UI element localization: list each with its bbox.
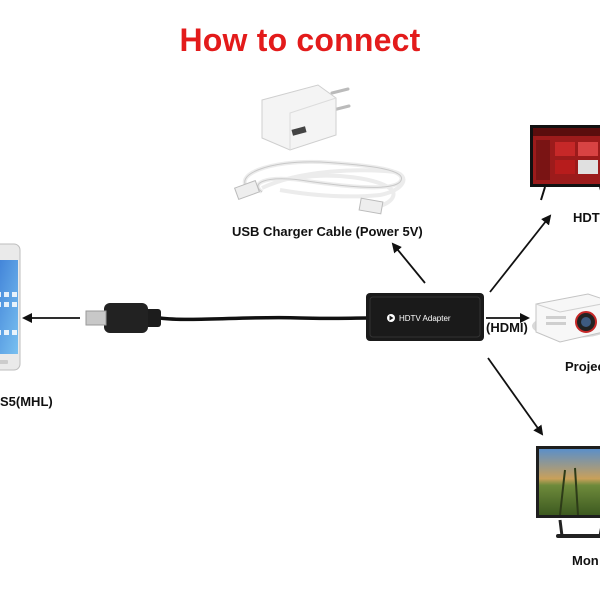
monitor-icon bbox=[536, 446, 600, 538]
arrow-to-charger bbox=[391, 242, 426, 284]
arrow-to-monitor bbox=[487, 357, 544, 436]
smartphone-icon bbox=[0, 243, 21, 371]
hdmi-label: (HDMI) bbox=[486, 320, 528, 335]
arrow-to-hdtv bbox=[489, 214, 552, 293]
phone-label: S5(MHL) bbox=[0, 394, 53, 409]
mhl-cable bbox=[85, 303, 369, 333]
projector-label: Projec bbox=[565, 359, 600, 374]
arrows bbox=[22, 214, 552, 436]
hdtv-icon bbox=[530, 125, 600, 201]
charger-cable-label: USB Charger Cable (Power 5V) bbox=[232, 224, 423, 239]
monitor-label: Mon bbox=[572, 553, 599, 568]
projector-icon bbox=[532, 293, 600, 343]
page-title: How to connect bbox=[179, 22, 421, 58]
usb-wall-charger-icon bbox=[261, 84, 351, 151]
adapter-label: HDTV Adapter bbox=[399, 314, 451, 323]
usb-cable-icon bbox=[233, 159, 406, 215]
hdtv-label: HDT bbox=[573, 210, 600, 225]
hdtv-adapter: HDTV Adapter bbox=[366, 293, 484, 341]
